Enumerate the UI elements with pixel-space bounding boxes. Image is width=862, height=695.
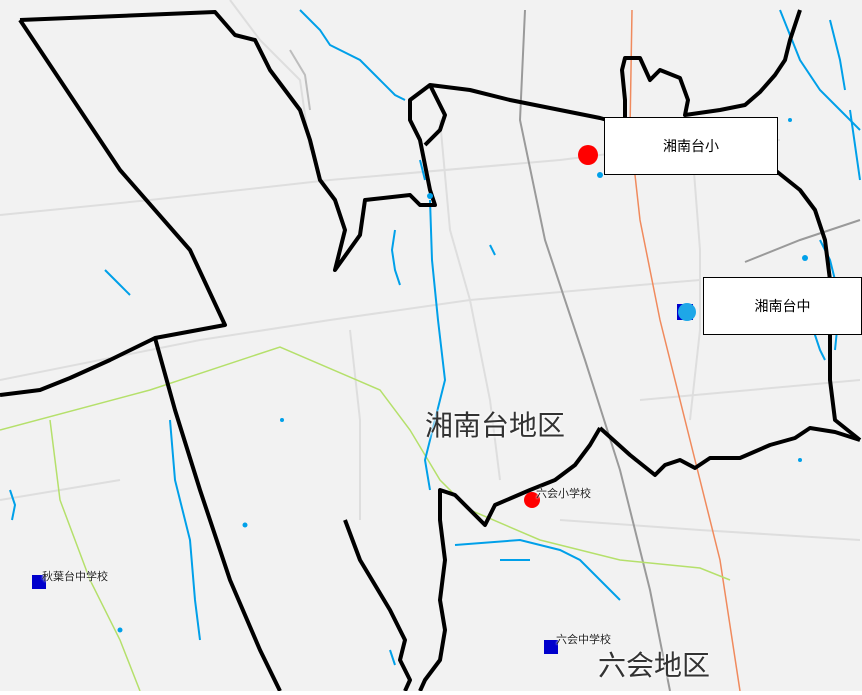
elementary-school-marker-selected[interactable]	[578, 145, 598, 165]
green-boundary-2	[49, 419, 141, 692]
district-label-shonandai: 湘南台地区	[425, 409, 566, 442]
junior-high-school-marker-selected[interactable]	[678, 303, 696, 321]
school-label-akibadai-junior: 秋葉台中学校	[42, 570, 108, 583]
junior-high-school-marker[interactable]	[544, 640, 558, 654]
school-label-mutsuai-junior: 六会中学校	[556, 633, 611, 646]
railway-branch	[744, 219, 861, 263]
callout-shonandai-elementary[interactable]: 湘南台小	[604, 117, 778, 175]
junior-high-school-marker[interactable]	[32, 575, 46, 589]
district-label-mutsuai: 六会地区	[598, 649, 711, 682]
green-boundary	[0, 346, 731, 581]
school-label-mutsuai-elementary: 六会小学校	[536, 487, 591, 500]
callout-shonandai-junior[interactable]: 湘南台中	[703, 277, 862, 335]
railway-line	[518, 9, 671, 692]
railway-spur	[289, 49, 311, 111]
elementary-school-marker[interactable]	[524, 492, 540, 508]
ponds	[117, 118, 808, 633]
